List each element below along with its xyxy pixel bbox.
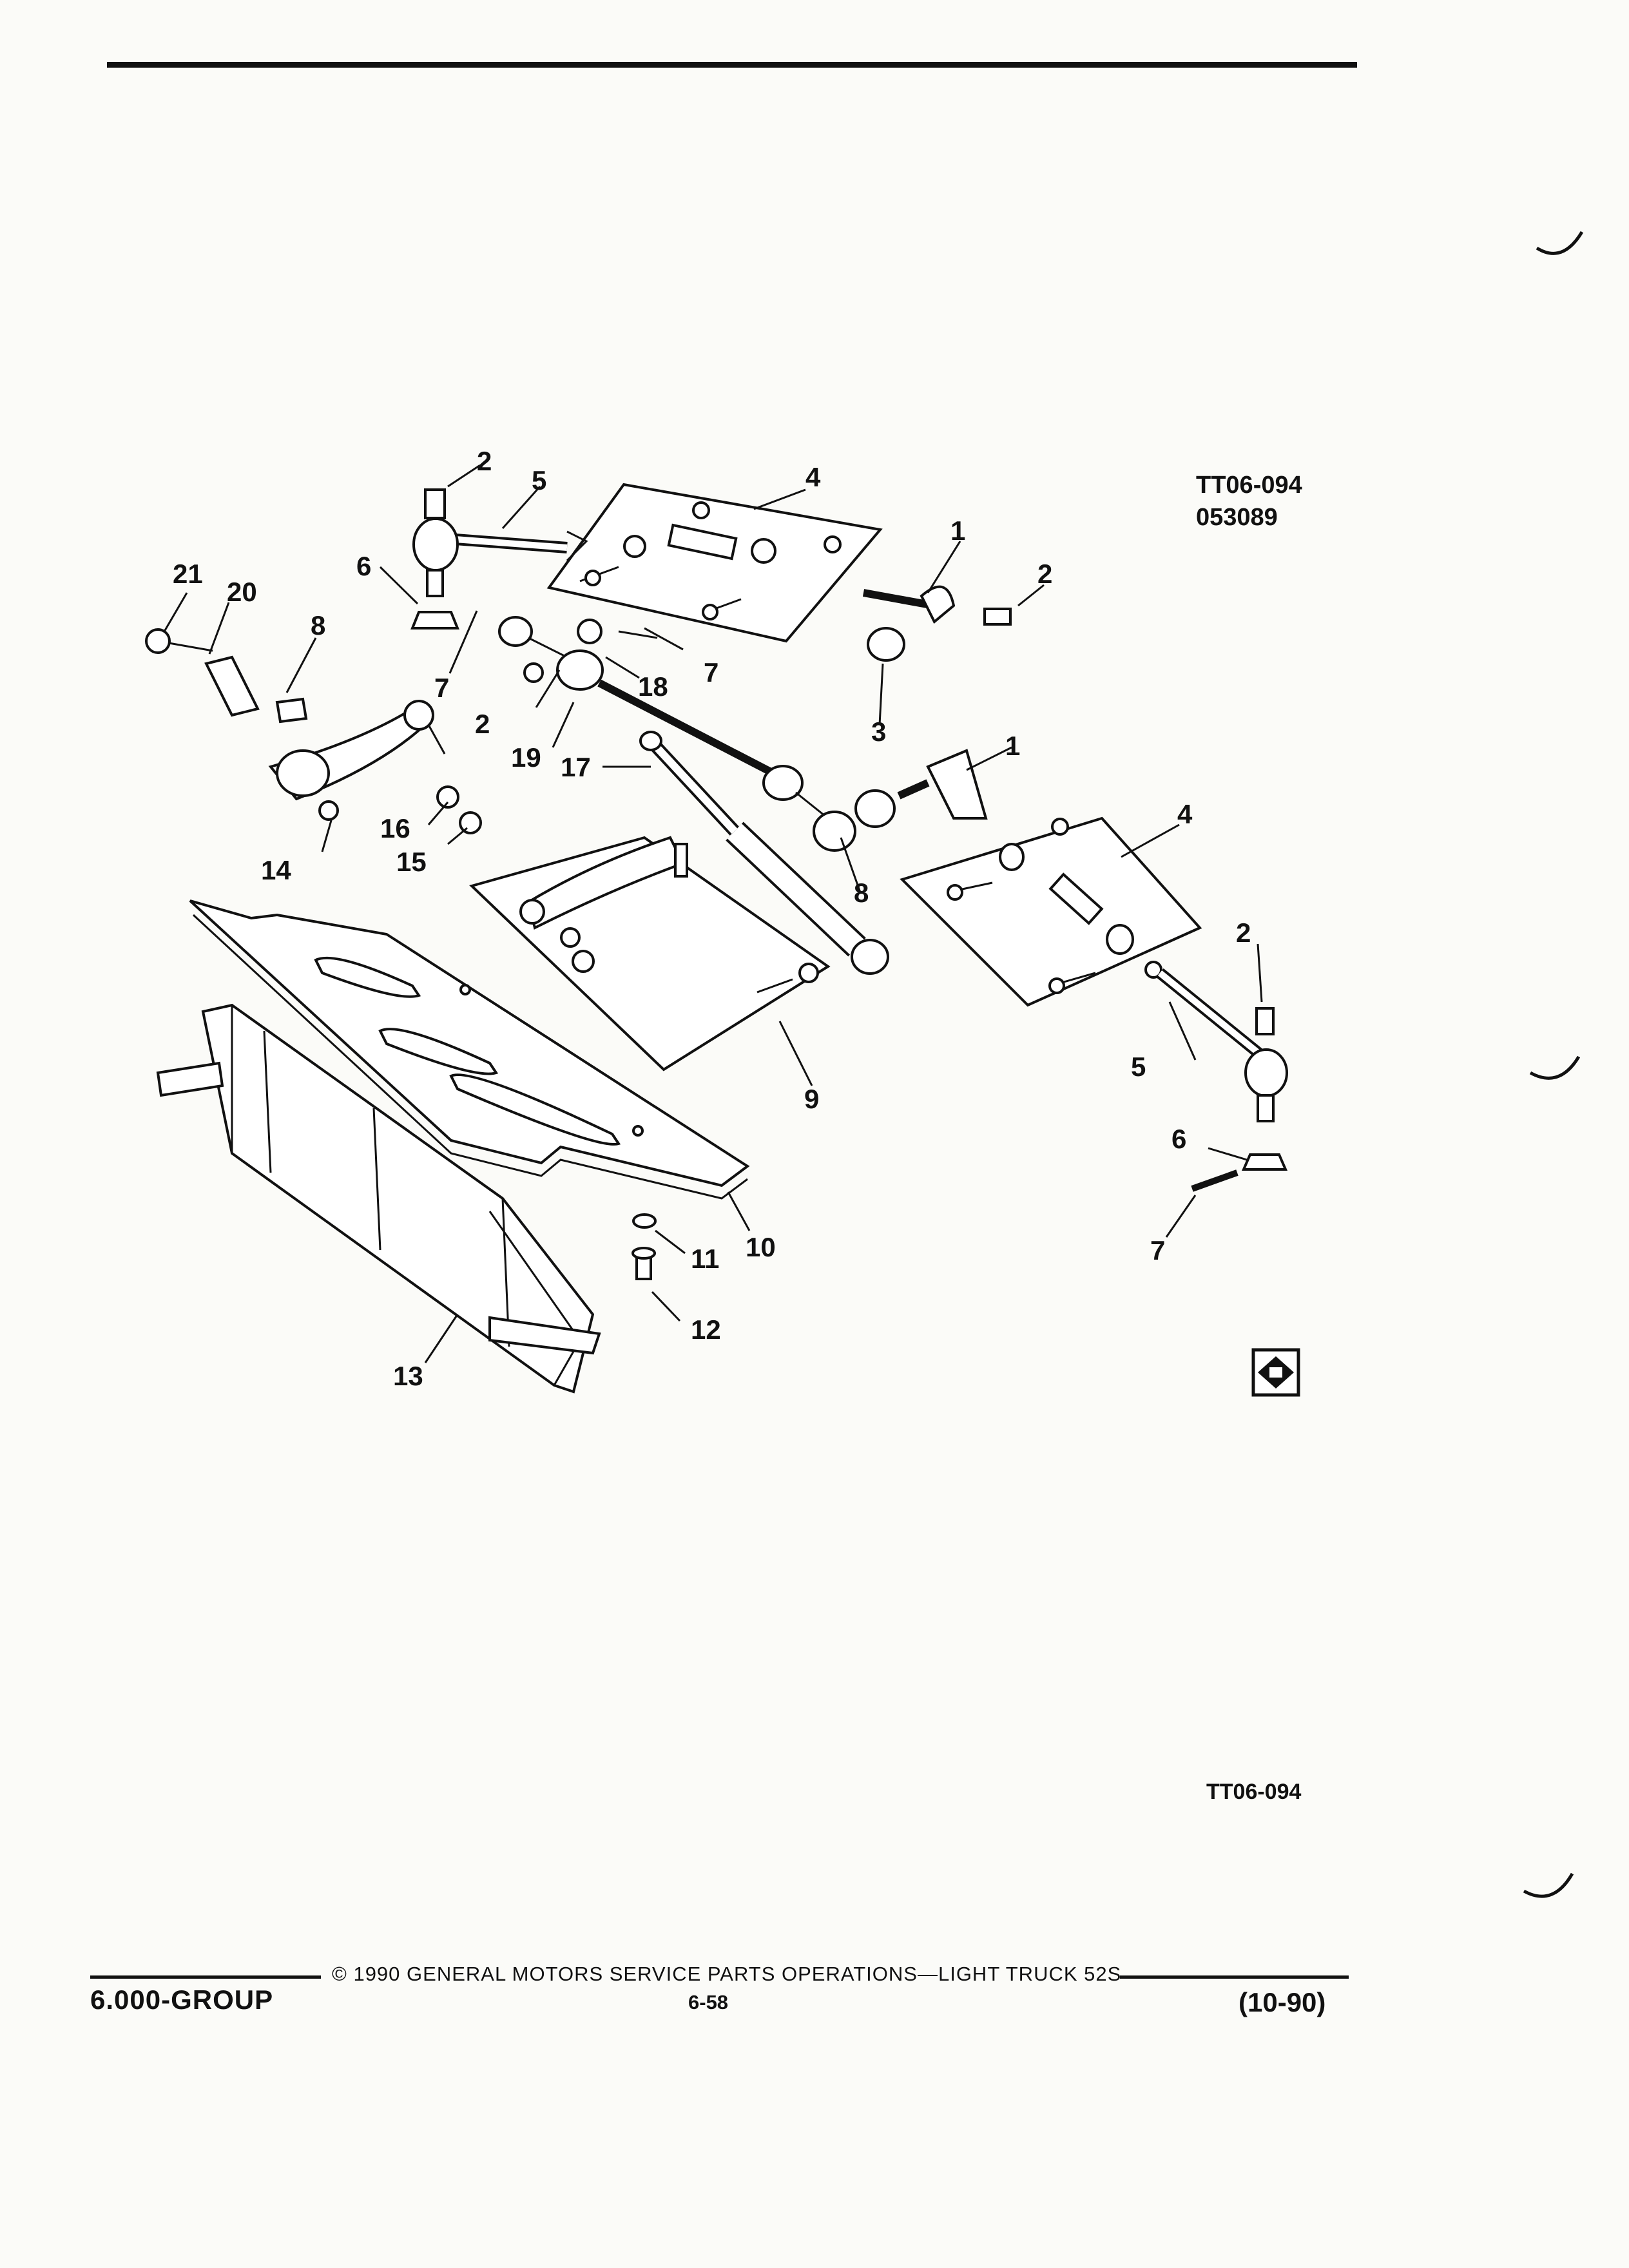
kit-contents-lower: [947, 818, 1162, 994]
callout-20: 20: [227, 577, 257, 607]
callout-numbers: 21 20 8 2 5 6 7 4 1 2 7 18 2 19 17 3 1 4…: [173, 446, 1251, 1391]
callout-2: 2: [477, 446, 492, 476]
callout-8: 8: [854, 878, 869, 908]
callout-5: 5: [1131, 1052, 1146, 1082]
figure-code-bottom: TT06-094: [1206, 1780, 1302, 1804]
skid-plate: [189, 899, 750, 1200]
callout-13: 13: [393, 1361, 423, 1391]
callout-1: 1: [950, 515, 965, 546]
callout-8: 8: [311, 610, 325, 640]
callout-1: 1: [1005, 731, 1020, 761]
binder-marks: [1523, 231, 1584, 1898]
callout-4: 4: [805, 462, 821, 492]
steering-damper: [639, 731, 889, 975]
callout-2: 2: [1037, 559, 1052, 589]
callout-6: 6: [1171, 1124, 1186, 1154]
callout-12: 12: [691, 1314, 721, 1345]
callout-21: 21: [173, 559, 203, 589]
callout-6: 6: [356, 551, 371, 581]
footer-rule-right: [1120, 1975, 1349, 1979]
kit-symbol-icon: [1251, 1348, 1300, 1397]
tie-rod-end-upper: [410, 488, 588, 629]
callout-19: 19: [511, 742, 541, 773]
pitman-arm-assembly: [145, 628, 482, 834]
callout-18: 18: [638, 671, 668, 702]
kit-contents-center: [519, 836, 819, 994]
callout-3: 3: [871, 716, 886, 747]
diagram-code: TT06-094: [1196, 472, 1302, 499]
footer-date: (10-90): [1239, 1987, 1326, 2017]
callout-5: 5: [532, 465, 546, 495]
header-rule: [107, 62, 1357, 68]
callout-17: 17: [561, 752, 591, 782]
callout-2: 2: [475, 709, 490, 739]
footer-page-number: 6-58: [688, 1991, 729, 2013]
callout-10: 10: [746, 1232, 776, 1262]
relay-rod: [498, 616, 856, 852]
crossmember: [156, 1003, 601, 1394]
leader-lines: [163, 464, 1263, 1363]
callout-16: 16: [380, 813, 410, 843]
callout-14: 14: [261, 855, 291, 885]
kit-panel-lower: [900, 816, 1202, 1007]
callout-4: 4: [1177, 799, 1193, 829]
callout-7: 7: [704, 657, 718, 687]
footer-rule-left: [90, 1975, 321, 1979]
footer-group: 6.000-GROUP: [90, 1984, 274, 2015]
adjuster-sleeve: [854, 585, 1012, 828]
callout-15: 15: [396, 847, 427, 877]
bolt-and-washer: [631, 1213, 657, 1280]
callout-7: 7: [434, 673, 449, 703]
footer-copyright: © 1990 GENERAL MOTORS SERVICE PARTS OPER…: [332, 1963, 1122, 1985]
callout-2: 2: [1236, 918, 1251, 948]
callout-11: 11: [691, 1244, 719, 1274]
callout-9: 9: [804, 1084, 819, 1114]
tie-rod-end-lower: [1156, 968, 1288, 1192]
kit-contents-upper: [579, 501, 842, 620]
diagram-date: 053089: [1196, 504, 1278, 531]
callout-7: 7: [1150, 1235, 1165, 1265]
